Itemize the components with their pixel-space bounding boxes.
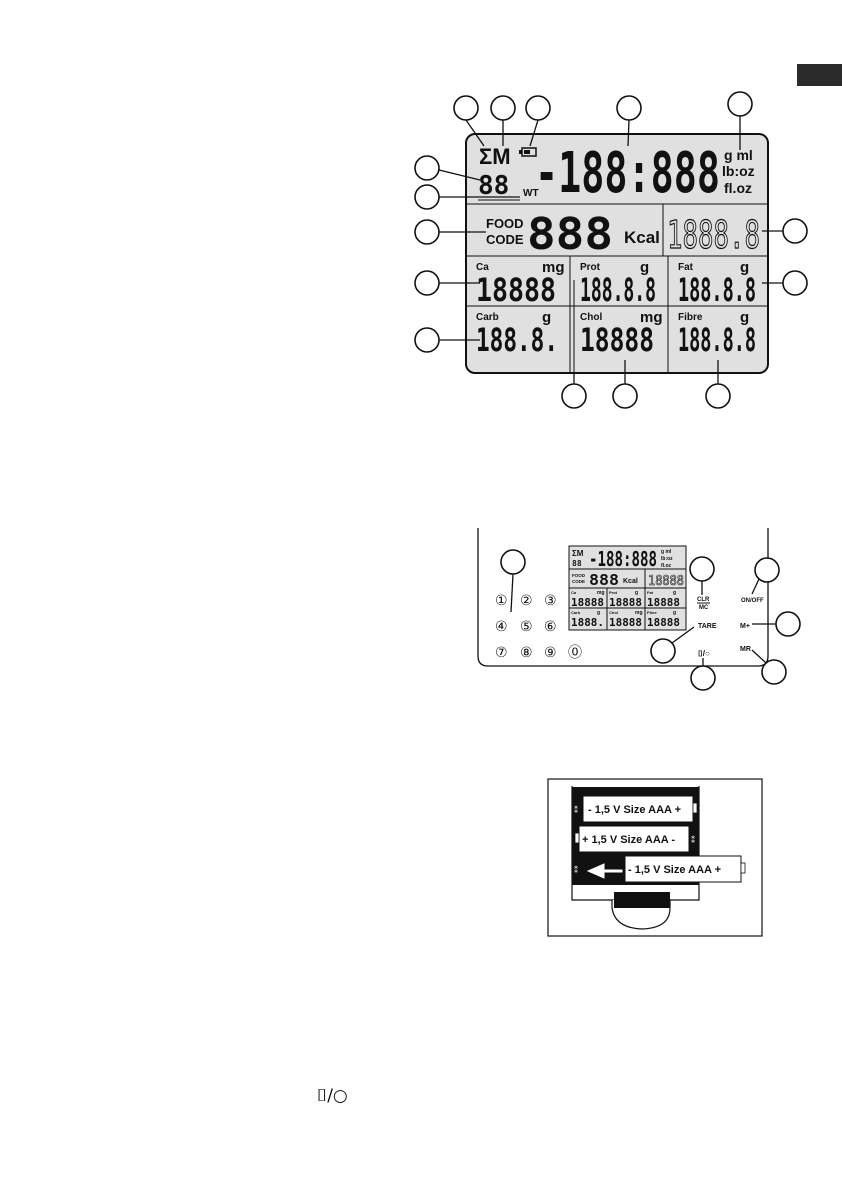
battery-low-icon — [519, 147, 537, 157]
memory-digits: 88 — [478, 171, 509, 201]
cell-label-fat: Fat — [678, 262, 694, 273]
keypad-key-4[interactable]: ④ — [495, 619, 508, 635]
mini-cell-unit: g — [673, 610, 676, 616]
kcal-label: Kcal — [624, 228, 660, 247]
keypad-key-0[interactable]: ⓪ — [568, 645, 582, 661]
svg-text:- 1,5 V Size AAA +: - 1,5 V Size AAA + — [628, 864, 721, 876]
mini-cell-unit: mg — [597, 590, 605, 596]
lcd-screen — [465, 133, 769, 374]
cell-unit-chol: mg — [640, 309, 663, 326]
battery-cell-3 — [624, 855, 742, 883]
control-panel-diagram: ΣM -188:888 88 g ml lb:oz fl.oz FOOD COD… — [477, 528, 769, 667]
language-tab — [797, 64, 842, 86]
mini-cell-label: Fat — [647, 590, 654, 595]
weight-volume-toggle-icon: ⌷/○ — [317, 1086, 348, 1106]
keypad-key-8[interactable]: ⑧ — [520, 645, 533, 661]
sigma-m-indicator: ΣM — [479, 144, 511, 169]
battery-cell-2 — [578, 825, 690, 853]
svg-text:- 1,5 V Size AAA +: - 1,5 V Size AAA + — [588, 804, 681, 816]
lcd-diagram: ΣM 88 WT -188:888 g ml lb:oz fl.oz FOOD … — [465, 133, 769, 374]
wt-indicator: WT — [523, 188, 539, 199]
keypad-key-5[interactable]: ⑤ — [520, 619, 533, 635]
mini-cell-label: Carb — [571, 610, 581, 615]
battery-diagram: - 1,5 V Size AAA + + 1,5 V Size AAA - - … — [547, 778, 763, 937]
mini-cell-unit: g — [635, 590, 638, 596]
tare-button[interactable]: TARE — [698, 623, 717, 630]
keypad-key-1[interactable]: ① — [495, 593, 508, 609]
keypad-key-6[interactable]: ⑥ — [544, 619, 557, 635]
mr-button[interactable]: MR — [740, 646, 751, 653]
cell-label-carb: Carb — [476, 312, 499, 323]
insert-arrow-icon — [586, 863, 623, 879]
cell-digits-ca: 18888 — [476, 271, 556, 309]
mini-cell-label: Chol — [609, 610, 618, 615]
food-code-digits: 888 — [527, 209, 613, 260]
cell-label-prot: Prot — [580, 262, 601, 273]
svg-text:+ 1,5 V Size AAA -: + 1,5 V Size AAA - — [582, 834, 675, 846]
mini-cell-unit: g — [673, 590, 676, 596]
m-plus-button[interactable]: M+ — [740, 623, 750, 630]
mini-cell-digits: 18888 — [647, 616, 680, 629]
mini-cell-digits: 18888 — [647, 596, 680, 609]
mini-cell-label: Prot — [609, 590, 618, 595]
cell-unit-fat: g — [740, 259, 749, 276]
mini-cell-digits: 18888 — [609, 596, 642, 609]
mini-cell-unit: g — [597, 610, 600, 616]
unit-fl-oz: fl.oz — [724, 180, 752, 196]
mini-cell-digits: 1888. — [571, 616, 604, 629]
unit-g-ml: g ml — [724, 147, 753, 163]
cell-digits-prot: 188.8.8 — [580, 271, 656, 309]
on-off-button[interactable]: ON/OFF — [741, 598, 764, 604]
mini-sigma-m: ΣM — [572, 549, 584, 558]
mini-cell-unit: mg — [635, 610, 643, 616]
mini-unit-lb-oz: lb:oz — [661, 556, 673, 562]
svg-text:⁑: ⁑ — [574, 804, 578, 815]
svg-text:⁑: ⁑ — [691, 834, 695, 845]
keypad-key-9[interactable]: ⑨ — [544, 645, 557, 661]
main-weight-display: -188:888 — [535, 141, 720, 206]
mini-unit-g-ml: g ml — [661, 549, 672, 555]
mini-main-display: -188:888 — [589, 547, 657, 571]
mini-code-label: CODE — [572, 579, 585, 584]
food-label: FOOD — [486, 216, 524, 231]
mini-cell-label: Ca — [571, 590, 577, 595]
keypad-key-3[interactable]: ③ — [544, 593, 557, 609]
mini-food-label: FOOD — [572, 573, 586, 578]
mini-cell-digits: 18888 — [609, 616, 642, 629]
clr-mc-button[interactable]: CLR — [697, 597, 710, 603]
lcd-callouts — [414, 91, 808, 409]
svg-text:⁑: ⁑ — [574, 864, 578, 875]
unit-lb-oz: lb:oz — [722, 163, 755, 179]
cell-digits-chol: 18888 — [580, 321, 654, 359]
cell-digits-fat: 188.8.8 — [678, 271, 756, 309]
battery-cell-1 — [582, 795, 694, 823]
cell-unit-ca: mg — [542, 259, 565, 276]
kcal-digits: 1888.8 — [667, 213, 760, 257]
cell-label-fibre: Fibre — [678, 312, 703, 323]
keypad-key-2[interactable]: ② — [520, 593, 533, 609]
mini-food-digits: 888 — [589, 571, 619, 589]
mini-unit-fl-oz: fl.oz — [661, 563, 671, 569]
cell-unit-fibre: g — [740, 309, 749, 326]
unit-toggle-button[interactable]: ⌷/○ — [697, 649, 710, 658]
cell-digits-carb: 188.8. — [476, 321, 558, 359]
mini-kcal-label: Kcal — [623, 578, 638, 585]
mini-cell-digits: 18888 — [571, 596, 604, 609]
clr-mc-button-line2[interactable]: MC — [699, 605, 709, 611]
mini-kcal-digits: 18888 — [648, 574, 684, 589]
cell-unit-prot: g — [640, 259, 649, 276]
keypad-key-7[interactable]: ⑦ — [495, 645, 508, 661]
code-label: CODE — [486, 232, 524, 247]
cell-unit-carb: g — [542, 309, 551, 326]
cell-label-chol: Chol — [580, 312, 602, 323]
panel-callouts — [500, 549, 801, 691]
mini-cell-label: Fibre — [647, 610, 658, 615]
cell-digits-fibre: 188.8.8 — [678, 321, 756, 359]
mini-memory-digits: 88 — [572, 559, 582, 568]
cell-label-ca: Ca — [476, 262, 489, 273]
